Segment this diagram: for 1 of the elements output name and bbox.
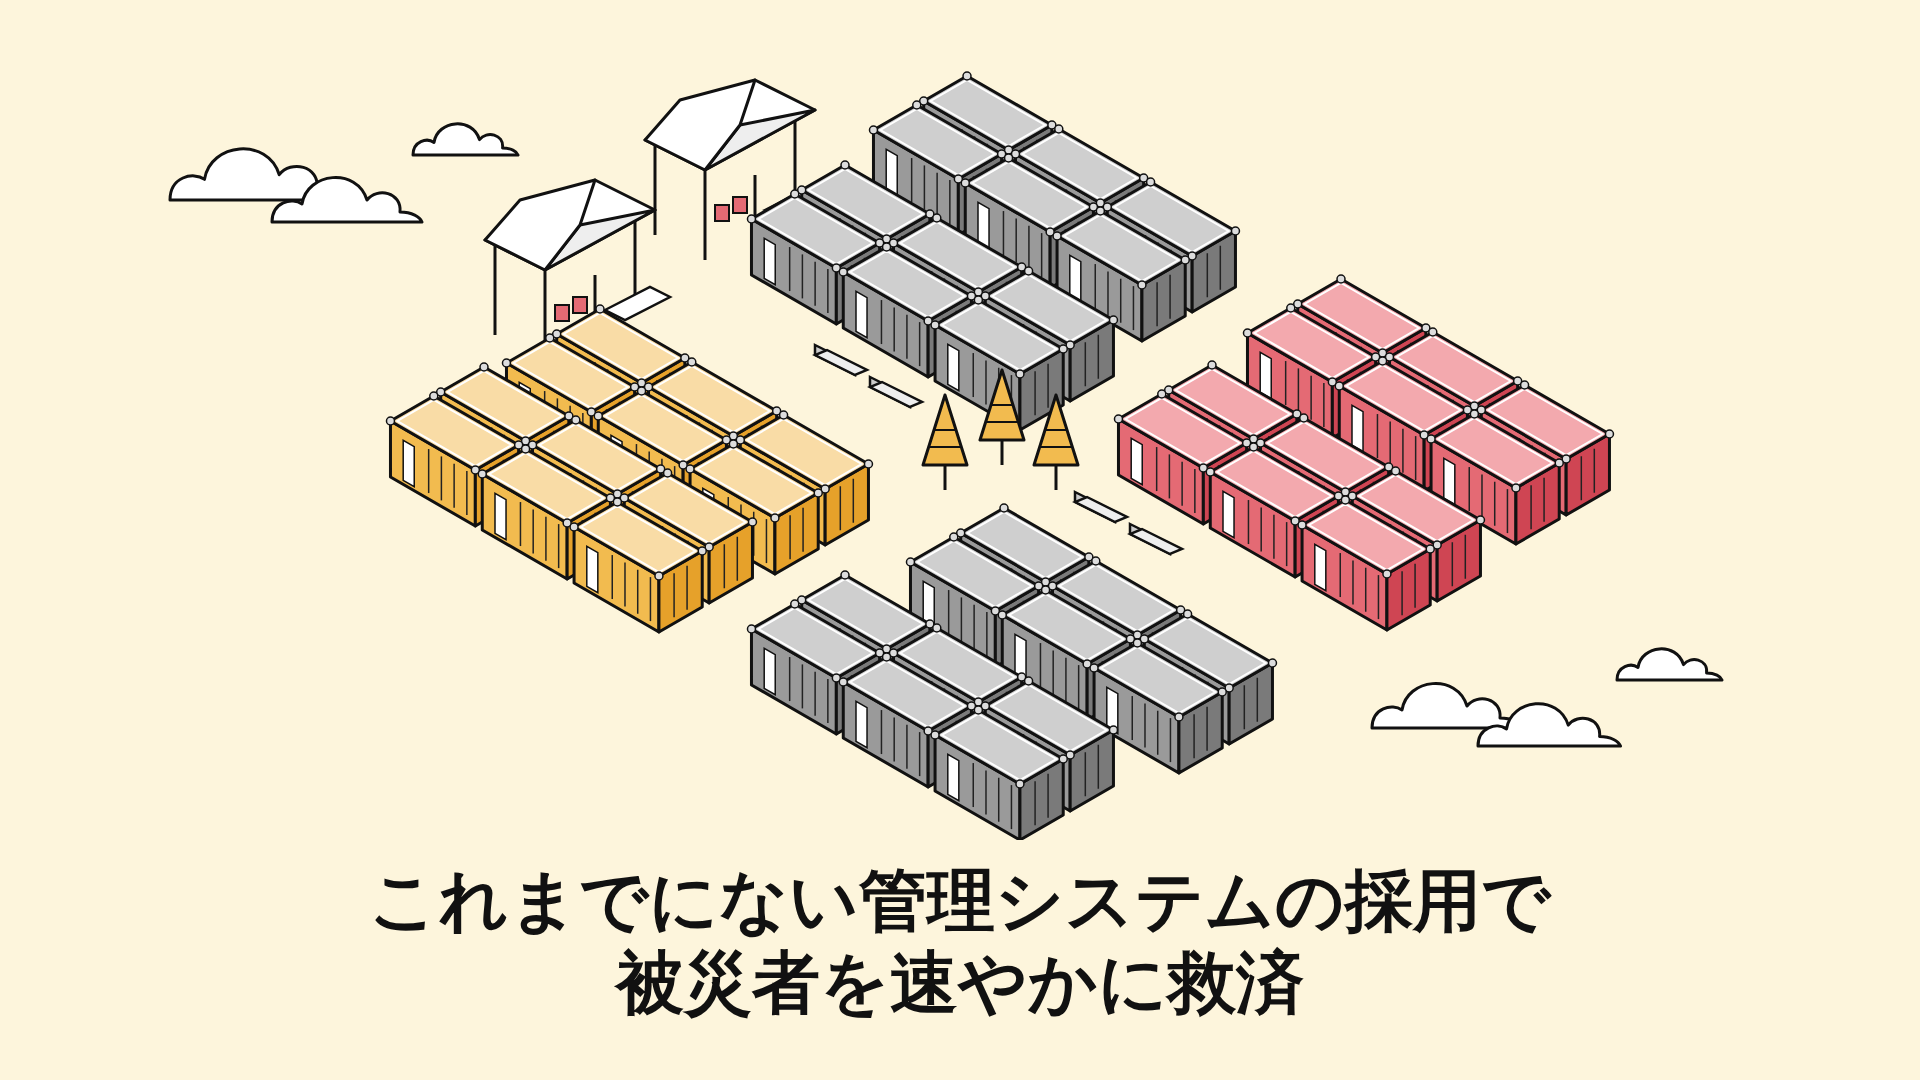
caption: これまでにない管理システムの採用で被災者を速やかに救済 [368,860,1552,1024]
